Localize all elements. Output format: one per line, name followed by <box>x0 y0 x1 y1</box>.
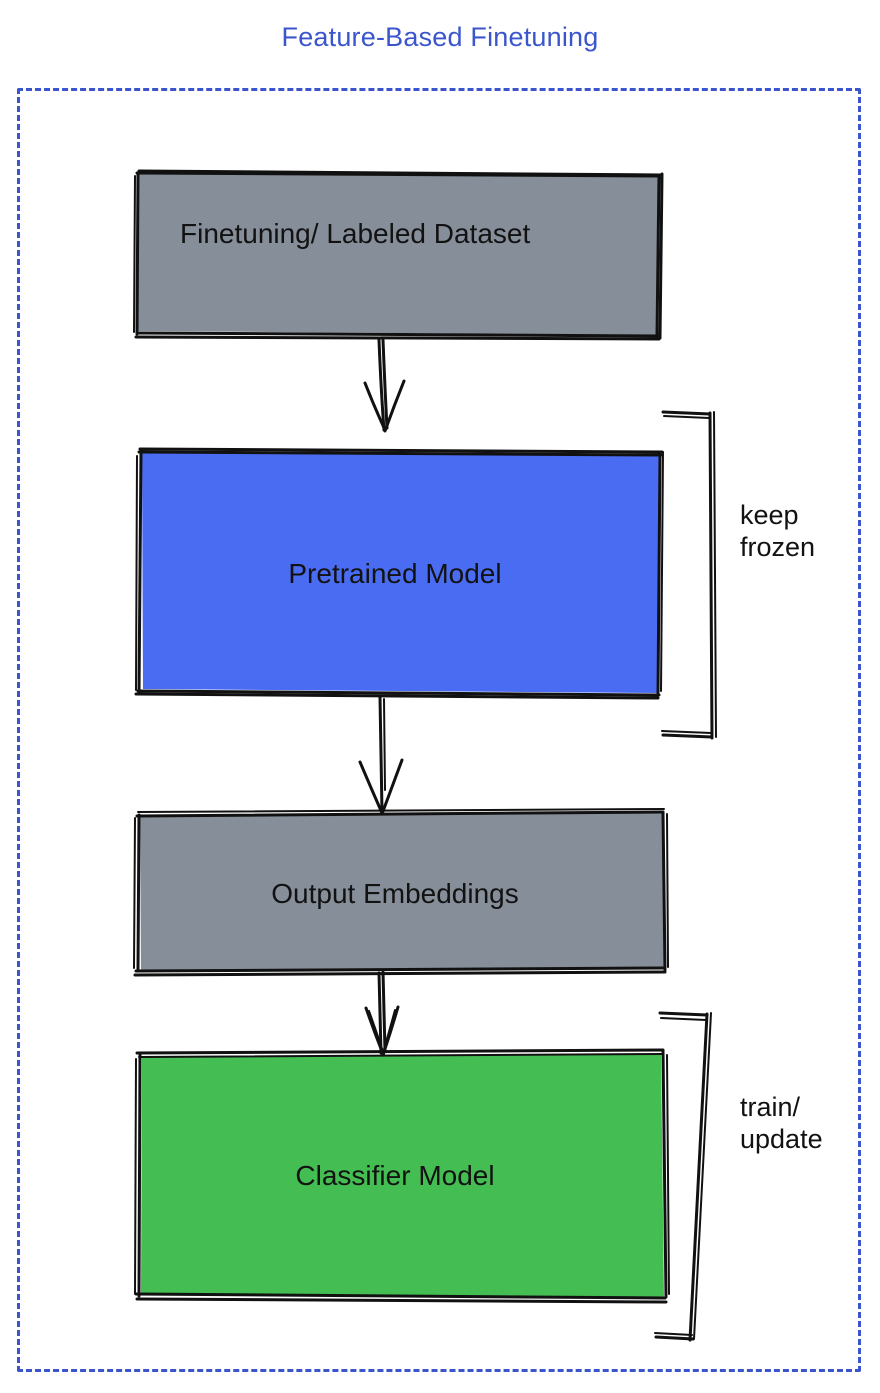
node-embeddings-edge-top <box>135 810 665 818</box>
bracket-frozen-bottom-2 <box>661 730 712 734</box>
arrow-1-head-left <box>363 381 387 432</box>
arrow-1-head-right <box>383 379 406 433</box>
node-classifier-edge-left-2 <box>134 1058 137 1295</box>
bracket-train-top-2 <box>660 1017 707 1021</box>
node-classifier-edge-left <box>137 1053 142 1298</box>
arrow-2-head-left <box>358 760 384 815</box>
node-classifier-model[interactable] <box>134 1048 670 1304</box>
bracket-train-update <box>654 1011 712 1342</box>
node-pretrained-model[interactable] <box>134 447 664 700</box>
bracket-frozen-top-2 <box>663 415 710 419</box>
node-classifier-edge-bottom <box>134 1292 667 1300</box>
arrow-2-shaft-2 <box>383 698 386 791</box>
node-pretrained-fill <box>142 452 660 693</box>
node-pretrained-edge-bottom <box>136 689 661 697</box>
node-dataset-edge-right-2 <box>658 172 664 340</box>
bracket-frozen-top <box>661 410 712 416</box>
node-dataset-edge-bottom <box>135 331 660 338</box>
node-pretrained-edge-top <box>137 450 663 457</box>
node-embeddings-edge-right <box>661 810 667 972</box>
arrow-2-head-right <box>380 758 404 816</box>
arrow-3-head-right-2 <box>382 1009 396 1054</box>
arrow-embeddings-to-classifier <box>364 970 400 1057</box>
node-classifier-edge-top <box>135 1048 665 1055</box>
node-pretrained-edge-left-2 <box>135 455 138 691</box>
node-embeddings-edge-left-2 <box>133 817 136 969</box>
arrow-3-shaft <box>377 971 383 1055</box>
node-embeddings-edge-right-2 <box>666 813 669 968</box>
node-embeddings-edge-bottom <box>134 966 666 973</box>
node-output-embeddings[interactable] <box>133 808 669 977</box>
node-dataset-edge-left-2 <box>133 175 136 333</box>
node-embeddings-label: Output Embeddings <box>271 878 519 909</box>
node-classifier-edge-right <box>661 1049 668 1299</box>
annotation-keep-frozen: keep frozen <box>740 500 816 562</box>
arrow-3-shaft-2 <box>381 970 387 1053</box>
node-dataset-edge-right <box>655 174 661 338</box>
arrow-2-shaft <box>378 695 384 814</box>
node-embeddings-edge-left <box>136 813 141 972</box>
bracket-frozen-vertical <box>708 411 714 740</box>
node-pretrained-edge-bottom-2 <box>134 692 660 700</box>
arrow-dataset-to-pretrained <box>363 338 406 433</box>
arrow-1-shaft <box>377 338 386 432</box>
node-classifier-edge-bottom-2 <box>135 1297 668 1304</box>
node-pretrained-edge-top-2 <box>138 447 664 454</box>
node-dataset[interactable] <box>133 169 664 341</box>
diagram-frame <box>17 88 861 1372</box>
node-classifier-edge-top-2 <box>138 1053 663 1058</box>
bracket-train-vertical-2 <box>693 1012 712 1340</box>
node-embeddings-edge-top-2 <box>137 808 665 813</box>
page-title: Feature-Based Finetuning <box>281 22 599 52</box>
bracket-train-vertical <box>688 1012 709 1342</box>
node-pretrained-label: Pretrained Model <box>288 558 502 589</box>
bracket-train-top <box>658 1011 709 1017</box>
node-pretrained-edge-right <box>656 453 662 696</box>
arrow-1-shaft-2 <box>381 338 389 430</box>
bracket-frozen-bottom <box>661 733 714 739</box>
node-classifier-fill <box>141 1054 664 1297</box>
bracket-frozen-vertical-2 <box>713 411 717 738</box>
node-pretrained-edge-left <box>137 450 143 694</box>
node-embeddings-fill <box>140 812 664 971</box>
node-dataset-edge-top-2 <box>137 169 663 177</box>
bracket-train-bottom-2 <box>654 1332 693 1336</box>
bracket-keep-frozen <box>661 410 717 740</box>
node-classifier-label: Classifier Model <box>295 1160 495 1191</box>
node-dataset-edge-left <box>135 171 140 336</box>
node-embeddings-edge-bottom-2 <box>133 970 667 977</box>
bracket-train-bottom <box>654 1335 695 1341</box>
node-dataset-label: Finetuning/ Labeled Dataset <box>180 218 531 249</box>
node-pretrained-edge-right-2 <box>660 451 664 692</box>
arrow-pretrained-to-embeddings <box>358 695 404 816</box>
node-dataset-edge-bottom-2 <box>134 335 661 341</box>
node-classifier-edge-right-2 <box>666 1054 670 1295</box>
node-dataset-fill <box>137 172 659 335</box>
annotation-train-update: train/ update <box>740 1092 823 1154</box>
